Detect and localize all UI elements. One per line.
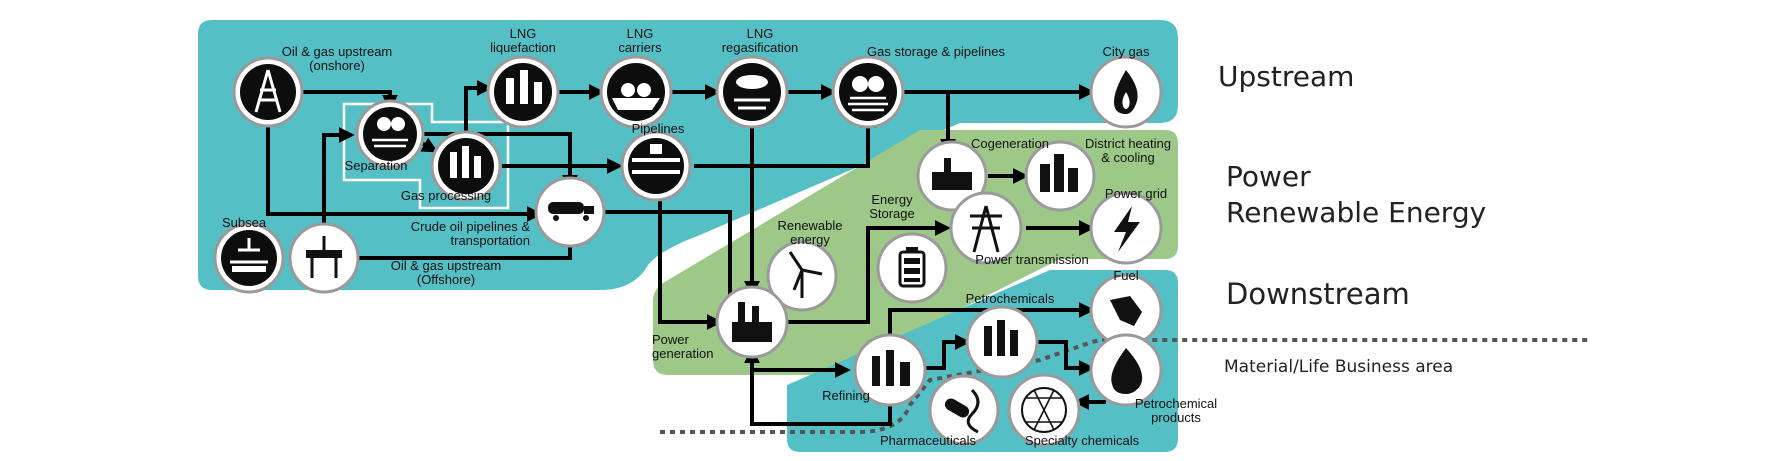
power-plant-icon [715,285,789,359]
label-pharma: Pharmaceuticals [880,433,977,448]
label-subsea: Subsea [222,215,267,230]
label-energy-storage-2: Storage [869,206,915,221]
city-buildings-icon [1024,140,1096,212]
label-petro-products-2: products [1151,410,1201,425]
molecule-ball-icon [1007,373,1081,447]
label-power-transmission: Power transmission [975,252,1088,267]
lightning-icon [1089,191,1163,265]
section-power: Power [1226,160,1311,193]
offshore-platform-icon [288,222,360,294]
battery-icon [876,232,948,304]
label-petrochemicals: Petrochemicals [966,291,1055,306]
subsea-platform-icon [213,222,285,294]
label-lng-liq-2: liquefaction [490,40,556,55]
material-boundary-line [660,338,1590,434]
label-renewable-1: Renewable [777,218,842,233]
label-gas-processing: Gas processing [401,188,491,203]
cogeneration-plant-icon [916,140,988,212]
label-separation: Separation [345,158,408,173]
label-district-2: & cooling [1101,150,1154,165]
pills-dna-icon [928,374,1000,446]
petrochemical-plant-icon [965,305,1039,379]
chemical-drop-icon [1089,333,1163,407]
label-lng-regas-1: LNG [747,26,774,41]
processing-highlight-box [342,102,510,210]
gas-processing-plant-icon [430,130,502,202]
label-district-1: District heating [1085,136,1171,151]
flame-icon [1089,55,1163,129]
wind-turbine-icon [766,240,838,312]
fuel-nozzle-icon [1089,273,1163,347]
section-downstream: Downstream [1226,277,1410,311]
label-lng-carriers-1: LNG [627,26,654,41]
label-power-gen-2: generation [652,346,713,361]
label-energy-storage-1: Energy [871,192,913,207]
section-upstream: Upstream [1218,60,1354,93]
liquefaction-plant-icon [486,55,560,129]
node-labels: Oil & gas upstream (onshore) LNG liquefa… [222,26,1217,448]
label-crude-2: transportation [451,233,531,248]
transmission-tower-icon [949,191,1023,265]
label-cogeneration: Cogeneration [971,136,1049,151]
label-power-grid: Power grid [1105,186,1167,201]
lng-ship-icon [599,55,673,129]
material-life-label: Material/Life Business area [1224,357,1453,377]
separator-tank-icon [355,99,425,169]
refinery-icon [853,333,927,407]
label-gas-storage: Gas storage & pipelines [867,44,1006,59]
label-renewable-2: energy [790,232,830,247]
label-oil-offshore-2: (Offshore) [417,272,475,287]
label-crude-1: Crude oil pipelines & [411,219,531,234]
label-lng-carriers-2: carriers [618,40,662,55]
label-refining: Refining [822,388,870,403]
label-oil-onshore-2: (onshore) [309,58,365,73]
gas-storage-tank-icon [831,55,905,129]
label-power-gen-1: Power [652,332,690,347]
label-lng-regas-2: regasification [722,40,799,55]
oil-rig-icon [232,56,304,128]
label-specialty: Specialty chemicals [1025,433,1140,448]
tanker-truck-icon [534,176,606,248]
label-oil-offshore-1: Oil & gas upstream [391,258,502,273]
label-fuel: Fuel [1113,268,1138,283]
label-pipelines: Pipelines [632,121,685,136]
pipeline-valve-icon [620,130,692,202]
label-city-gas: City gas [1103,44,1150,59]
label-petro-products-1: Petrochemical [1135,396,1217,411]
regasification-terminal-icon [715,55,789,129]
label-oil-onshore-1: Oil & gas upstream [282,44,393,59]
section-renewable: Renewable Energy [1226,196,1486,229]
label-lng-liq-1: LNG [510,26,537,41]
